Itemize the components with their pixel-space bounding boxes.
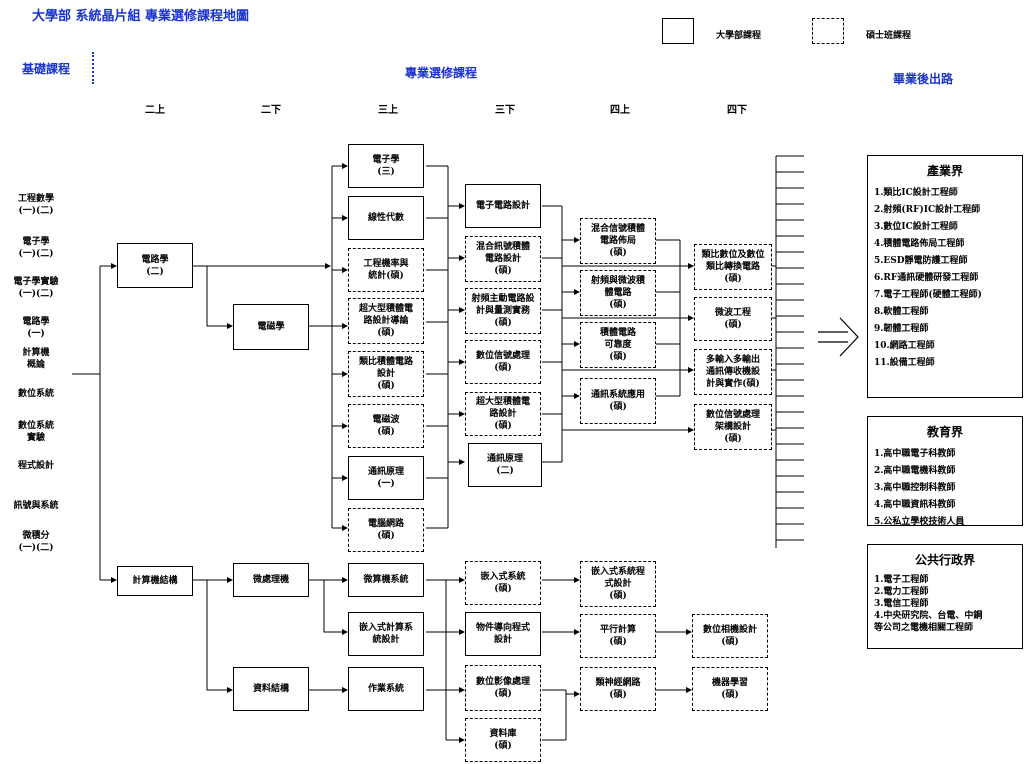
course-box-machine-learning[interactable]: 機器學習 (碩)	[692, 667, 768, 711]
course-box-mimo[interactable]: 多輸入多輸出 通訊傳收機設 計與實作(碩)	[694, 349, 772, 395]
course-box-electromagnetics[interactable]: 電磁學	[233, 304, 309, 350]
semester-label: 二下	[261, 105, 281, 116]
course-box-oop[interactable]: 物件導向程式 設計	[465, 612, 541, 656]
career-item: 4.高中職資訊科教師	[874, 500, 956, 510]
section-divider	[92, 52, 94, 84]
section-elective-heading: 專業選修課程	[405, 66, 478, 80]
career-title: 公共行政界	[914, 553, 975, 567]
course-box-em-waves[interactable]: 電磁波 (碩)	[348, 404, 424, 448]
career-title: 產業界	[926, 164, 963, 178]
course-box-adc-dac[interactable]: 類比數位及數位 類比轉換電路 (碩)	[694, 244, 772, 290]
career-item: 7.電子工程師(硬體工程師)	[874, 290, 982, 300]
course-box-mixed-signal[interactable]: 混合訊號積體 電路設計 (碩)	[465, 236, 541, 282]
career-item: 3.電信工程師	[874, 599, 929, 609]
basic-course: 訊號與系統	[13, 501, 59, 511]
career-item: 9.韌體工程師	[874, 324, 929, 334]
career-item: 2.射頻(RF)IC設計工程師	[874, 205, 981, 215]
career-item: 1.電子工程師	[874, 575, 929, 585]
course-box-comm2[interactable]: 通訊原理 (二)	[468, 443, 542, 487]
course-box-dsp[interactable]: 數位信號處理 (碩)	[465, 340, 541, 384]
legend-solid-swatch	[662, 18, 694, 44]
course-box-comm-app[interactable]: 通訊系統應用 (碩)	[580, 378, 656, 424]
career-item: 10.網路工程師	[874, 341, 935, 351]
course-box-circuit2[interactable]: 電路學 (二)	[117, 243, 193, 288]
career-panel-public-admin: 公共行政界 1.電子工程師 2.電力工程師 3.電信工程師 4.中央研究院、台電…	[867, 544, 1023, 649]
basic-course: 電子學 (一)(二)	[18, 237, 54, 259]
semester-label: 三上	[378, 105, 398, 116]
course-box-microcomputer[interactable]: 微算機系統	[348, 563, 424, 597]
course-box-digital-camera[interactable]: 數位相機設計 (碩)	[692, 614, 768, 658]
basic-course: 微積分 (一)(二)	[18, 531, 54, 553]
course-box-probability[interactable]: 工程機率與 統計(碩)	[348, 248, 424, 292]
course-box-data-structure[interactable]: 資料結構	[233, 667, 309, 711]
basic-course: 數位系統	[17, 389, 54, 399]
basic-course: 數位系統 實驗	[17, 421, 54, 443]
course-box-mixed-layout[interactable]: 混合信號積體 電路佈局 (碩)	[580, 218, 656, 264]
course-box-vlsi-design[interactable]: 超大型積體電 路設計 (碩)	[465, 392, 541, 436]
basic-course: 計算機 概論	[22, 348, 50, 370]
course-box-dsp-arch[interactable]: 數位信號處理 架構設計 (碩)	[694, 404, 772, 450]
course-box-database[interactable]: 資料庫 (碩)	[465, 718, 541, 762]
course-box-electronics3[interactable]: 電子學 (三)	[348, 144, 424, 188]
career-item: 11.設備工程師	[874, 358, 935, 368]
career-item: 5.公私立學校技術人員	[874, 517, 965, 527]
course-box-ic-reliability[interactable]: 積體電路 可靠度 (碩)	[580, 322, 656, 368]
course-box-neural-net[interactable]: 類神經網路 (碩)	[580, 667, 656, 711]
basic-course: 工程數學 (一)(二)	[17, 194, 54, 216]
course-box-microprocessor[interactable]: 微處理機	[233, 563, 309, 597]
section-basic-heading: 基礎課程	[22, 62, 71, 76]
career-item: 4.積體電路佈局工程師	[874, 239, 965, 249]
career-item: 6.RF通訊硬體研發工程師	[874, 273, 979, 283]
career-item: 1.類比IC設計工程師	[874, 188, 958, 198]
semester-label: 四下	[727, 105, 747, 116]
career-item: 5.ESD靜電防護工程師	[874, 256, 968, 266]
career-item: 8.軟體工程師	[874, 307, 929, 317]
course-box-computer-org[interactable]: 計算機結構	[117, 566, 193, 596]
career-item: 4.中央研究院、台電、中鋼	[874, 611, 983, 621]
course-box-networks[interactable]: 電腦網路 (碩)	[348, 508, 424, 552]
basic-course: 電子學實驗 (一)(二)	[13, 277, 59, 299]
course-box-embedded-comp[interactable]: 嵌入式計算系 統設計	[348, 612, 424, 656]
career-item: 2.高中職電機科教師	[874, 466, 956, 476]
career-title: 教育界	[926, 425, 963, 439]
basic-course: 程式設計	[17, 461, 54, 471]
course-box-comm1[interactable]: 通訊原理 (一)	[348, 456, 424, 500]
course-box-parallel[interactable]: 平行計算 (碩)	[580, 614, 656, 658]
semester-label: 四上	[610, 105, 630, 116]
career-panel-education: 教育界 1.高中職電子科教師 2.高中職電機科教師 3.高中職控制科教師 4.高…	[867, 416, 1023, 527]
career-item: 1.高中職電子科教師	[874, 449, 956, 459]
course-box-embedded-sys-design[interactable]: 嵌入式系統程 式設計 (碩)	[580, 561, 656, 607]
course-box-image-proc[interactable]: 數位影像處理 (碩)	[465, 665, 541, 711]
course-box-microwave-eng[interactable]: 微波工程 (碩)	[694, 297, 772, 341]
legend-undergrad-label: 大學部課程	[716, 31, 762, 41]
course-box-rf-microwave[interactable]: 射頻與微波積 體電路 (碩)	[580, 270, 656, 316]
course-box-linear-algebra[interactable]: 線性代數	[348, 196, 424, 240]
semester-label: 二上	[145, 105, 165, 116]
legend-master-label: 碩士班課程	[866, 31, 912, 41]
basic-course: 電路學 (一)	[22, 317, 50, 339]
course-box-vlsi-intro[interactable]: 超大型積體電 路設計導論 (碩)	[348, 298, 424, 344]
career-item: 2.電力工程師	[874, 587, 929, 597]
page-title: 大學部 系統晶片組 專業選修課程地圖	[32, 9, 250, 24]
career-item: 3.高中職控制科教師	[874, 483, 956, 493]
career-item: 3.數位IC設計工程師	[874, 222, 958, 232]
section-career-heading: 畢業後出路	[893, 72, 954, 86]
course-box-analog-ic[interactable]: 類比積體電路 設計 (碩)	[348, 351, 424, 397]
career-panel-industry: 產業界 1.類比IC設計工程師 2.射頻(RF)IC設計工程師 3.數位IC設計…	[867, 155, 1023, 398]
course-box-rf-active[interactable]: 射頻主動電路設 計與量測實務 (碩)	[465, 288, 541, 334]
legend-dashed-swatch	[812, 18, 844, 44]
course-box-elec-circuit-design[interactable]: 電子電路設計	[465, 184, 541, 228]
semester-label: 三下	[495, 105, 515, 116]
career-item: 等公司之電機相關工程師	[874, 623, 974, 633]
course-box-os[interactable]: 作業系統	[348, 667, 424, 711]
course-box-embedded-sys[interactable]: 嵌入式系統 (碩)	[465, 561, 541, 605]
